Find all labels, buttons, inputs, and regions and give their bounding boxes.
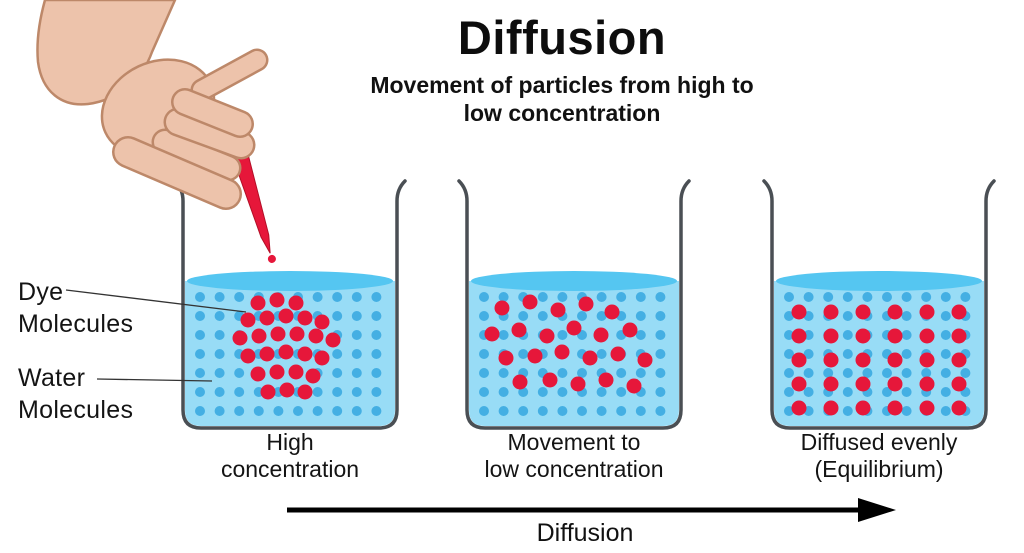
water-molecules-label: Water Molecules (18, 362, 133, 426)
dye-molecules-label: Dye Molecules (18, 276, 133, 340)
hand-icon (36, 0, 269, 210)
pointer-lines (65, 289, 247, 382)
beaker-3 (762, 179, 996, 430)
caption-3-line2: (Equilibrium) (814, 456, 944, 483)
caption-3-line1: Diffused evenly (800, 429, 958, 455)
subtitle: Movement of particles from high to low c… (370, 71, 753, 127)
beaker-glass-2 (457, 179, 691, 430)
caption-2-line1: Movement to (507, 429, 641, 455)
caption-high-concentration: High concentration (221, 429, 359, 483)
beaker-glass-1 (173, 179, 407, 430)
beaker-2 (457, 179, 691, 430)
diffusion-arrow-label: Diffusion (536, 519, 634, 547)
caption-1-line2: concentration (220, 456, 360, 483)
caption-2-line2: low concentration (484, 456, 664, 483)
dye-molecules-3 (791, 304, 967, 416)
dye-label-line1: Dye (18, 278, 64, 306)
caption-movement-low-concentration: Movement to low concentration (485, 429, 664, 483)
dye-molecules-2 (484, 294, 653, 394)
diffusion-arrow (287, 498, 896, 522)
beaker-1 (173, 179, 407, 430)
water-surface-1 (187, 271, 393, 291)
water-label-line2: Molecules (18, 396, 134, 424)
caption-1-line1: High (266, 429, 314, 455)
subtitle-line1: Movement of particles from high to (370, 72, 754, 98)
dye-drop (267, 254, 276, 263)
page-title: Diffusion (457, 11, 667, 64)
dye-pointer-line (65, 289, 247, 313)
dye-label-line2: Molecules (18, 310, 134, 338)
caption-diffused-evenly: Diffused evenly (Equilibrium) (801, 429, 958, 483)
water-pointer-line (96, 378, 213, 382)
arrowhead (858, 498, 896, 522)
subtitle-line2: low concentration (463, 100, 661, 127)
dye-molecules-1 (232, 292, 341, 400)
water-surface-2 (471, 271, 677, 291)
water-label-line1: Water (18, 364, 86, 392)
water-surface-3 (776, 271, 982, 291)
water-molecules-2 (479, 292, 666, 416)
beaker-glass-3 (762, 179, 996, 430)
